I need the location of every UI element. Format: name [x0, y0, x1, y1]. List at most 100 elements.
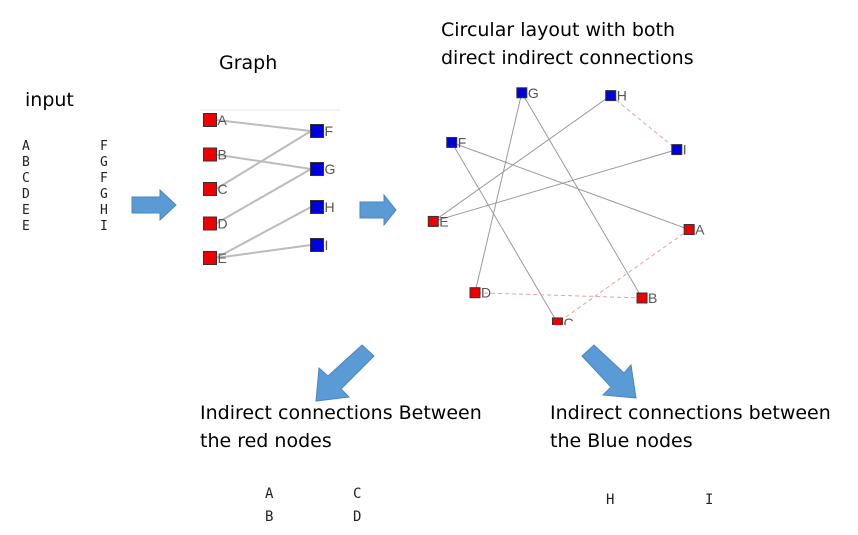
node-label: H	[617, 88, 627, 104]
node-F: F	[446, 134, 467, 150]
blue-pair-0-a: H	[606, 492, 615, 508]
input-right-value: I	[100, 219, 108, 234]
direct-edge-A-F	[451, 142, 690, 231]
indirect-edge-A-C	[557, 229, 690, 324]
node-square	[516, 87, 528, 99]
node-square	[427, 215, 439, 227]
node-label: E	[218, 250, 227, 266]
node-label: B	[218, 147, 227, 163]
edge-D-G	[215, 168, 312, 225]
node-square	[203, 113, 217, 127]
node-square	[310, 162, 324, 176]
input-right-value: F	[100, 139, 108, 154]
node-label: I	[325, 237, 329, 253]
graph-title: Graph	[219, 52, 278, 74]
edge-E-I	[215, 244, 312, 259]
node-label: G	[325, 161, 336, 177]
node-label: I	[683, 142, 687, 158]
edge-B-G	[215, 153, 312, 170]
node-square	[310, 200, 324, 214]
blue-result-title-line1: Indirect connections between	[550, 402, 831, 424]
red-result-title-line2: the red nodes	[200, 430, 332, 452]
node-H: H	[605, 88, 627, 104]
circular-title-line1: Circular layout with both	[441, 19, 676, 41]
node-A: A	[683, 222, 705, 238]
node-label: A	[218, 112, 228, 128]
input-title: input	[25, 89, 74, 111]
node-G: G	[310, 161, 336, 177]
input-right-column: F G F G H I	[100, 139, 108, 235]
node-square	[683, 224, 695, 236]
node-C: C	[203, 181, 228, 197]
node-label: E	[439, 213, 448, 229]
bipartite-graph: A B C D E F G H I	[200, 109, 340, 266]
node-label: B	[648, 290, 657, 306]
node-B: B	[636, 290, 657, 306]
node-square	[203, 251, 217, 265]
node-square	[203, 147, 217, 162]
input-left-value: C	[22, 171, 30, 186]
node-square	[636, 292, 648, 304]
node-label: F	[325, 123, 334, 139]
red-pair-1-b: D	[353, 509, 362, 525]
input-left-column: A B C D E E	[22, 139, 30, 235]
node-D: D	[469, 285, 491, 301]
input-left-value: A	[22, 139, 30, 154]
node-label: A	[695, 222, 705, 238]
node-label: D	[481, 285, 491, 301]
blue-result-title-line2: the Blue nodes	[550, 430, 693, 452]
direct-edge-B-G	[521, 92, 643, 299]
node-label: F	[458, 134, 467, 150]
node-label: C	[218, 181, 228, 197]
node-F: F	[310, 123, 334, 139]
node-G: G	[516, 85, 539, 101]
node-E: E	[427, 213, 449, 229]
input-right-value: G	[100, 187, 108, 202]
red-pair-0-a: A	[265, 486, 274, 502]
direct-edge-E-H	[432, 95, 611, 222]
edge-C-F	[215, 130, 312, 190]
node-square	[446, 136, 458, 148]
node-E: E	[203, 250, 227, 266]
edge-E-H	[215, 206, 312, 259]
node-label: D	[218, 216, 228, 232]
input-right-value: G	[100, 155, 108, 170]
circular-title-line2: direct indirect connections	[441, 47, 694, 69]
indirect-edge-H-I	[610, 95, 678, 150]
node-square	[203, 182, 217, 196]
node-square	[310, 238, 324, 252]
arrow-right-icon	[131, 189, 177, 221]
input-left-value: B	[22, 155, 30, 170]
node-I: I	[310, 237, 329, 253]
node-A: A	[203, 112, 228, 128]
node-square	[671, 144, 683, 156]
red-result-title-line1: Indirect connections Between	[200, 402, 482, 424]
input-left-value: E	[22, 203, 30, 218]
red-pair-0-b: C	[353, 486, 362, 502]
node-square	[605, 90, 617, 102]
node-square	[310, 124, 324, 138]
indirect-edge-B-D	[474, 292, 643, 299]
blue-pair-0-b: I	[705, 492, 714, 508]
red-pair-1-a: B	[265, 509, 274, 525]
input-left-value: E	[22, 219, 30, 234]
node-I: I	[671, 142, 687, 158]
arrow-right-icon	[359, 194, 397, 226]
direct-edge-D-G	[474, 92, 523, 293]
arrow-down-left-icon	[315, 344, 375, 402]
node-B: B	[203, 147, 227, 163]
input-left-value: D	[22, 187, 30, 202]
node-square	[551, 317, 563, 325]
node-label: G	[528, 85, 539, 101]
direct-edge-E-I	[433, 149, 677, 222]
arrow-down-right-icon	[581, 344, 637, 399]
input-right-value: F	[100, 171, 108, 186]
node-H: H	[310, 199, 335, 215]
edge-A-F	[215, 119, 312, 132]
node-square	[469, 287, 481, 299]
node-label: C	[563, 315, 573, 325]
direct-edge-C-F	[451, 142, 558, 324]
node-square	[203, 216, 217, 231]
node-D: D	[203, 216, 228, 232]
node-C: C	[551, 315, 574, 325]
